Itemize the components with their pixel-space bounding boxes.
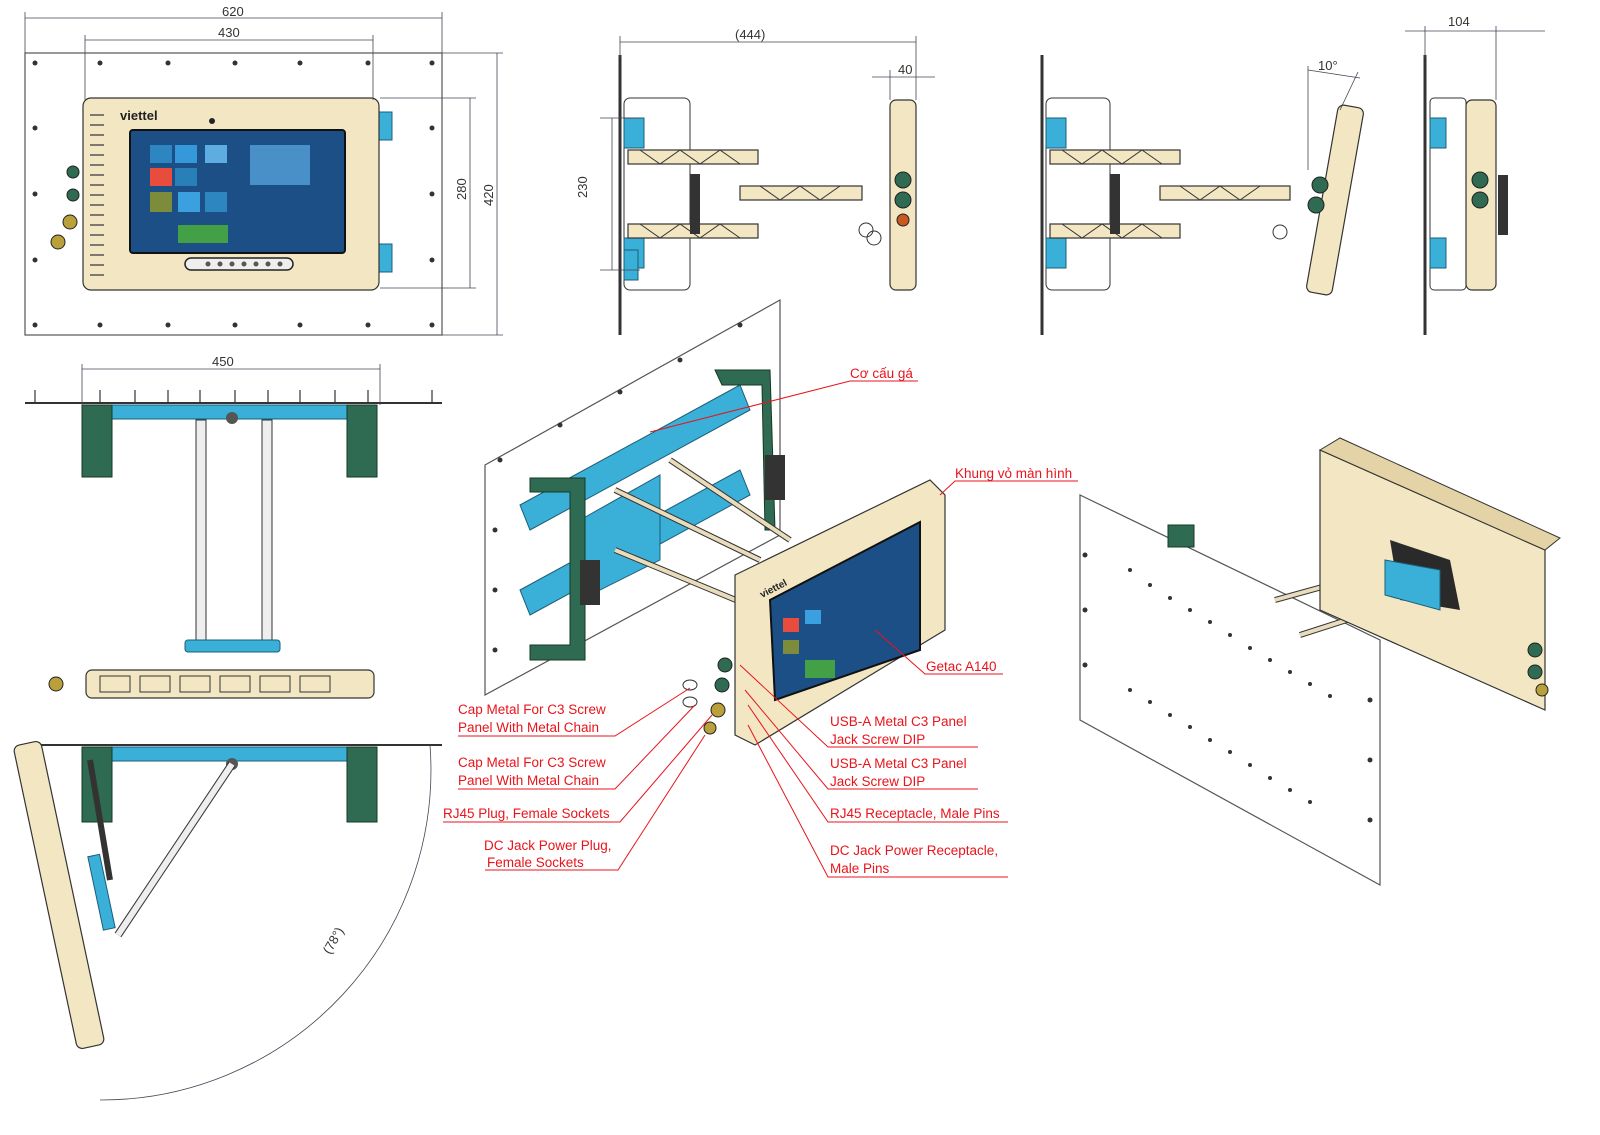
- callout-dc-plug-line2: Female Sockets: [487, 855, 584, 870]
- isometric-assembly: viettel: [484, 298, 946, 746]
- callout-dc-plug-line1: DC Jack Power Plug,: [484, 838, 612, 853]
- callout-dc-receptacle-line1: DC Jack Power Receptacle,: [830, 843, 998, 858]
- callout-rj45-plug: RJ45 Plug, Female Sockets: [443, 806, 610, 821]
- dim-230: 230: [575, 176, 590, 198]
- dim-444: (444): [735, 27, 765, 42]
- dim-420: 420: [481, 184, 496, 206]
- top-view: 450: [25, 354, 442, 699]
- dim-78-degrees: (78°): [320, 924, 347, 956]
- start-tiles: [150, 145, 310, 243]
- callout-rj45-receptacle: RJ45 Receptacle, Male Pins: [830, 806, 1000, 821]
- side-connectors: [50, 165, 80, 250]
- callout-usb2-line1: USB-A Metal C3 Panel: [830, 756, 967, 771]
- callout-cap1-line2: Panel With Metal Chain: [458, 720, 599, 735]
- callouts: Cơ cấu gá Khung vỏ màn hình Getac A140 C…: [443, 366, 1078, 878]
- dim-40: 40: [898, 62, 912, 77]
- dim-430: 430: [218, 25, 240, 40]
- callout-device: Getac A140: [926, 659, 997, 674]
- callout-usb2-line2: Jack Screw DIP: [830, 774, 925, 789]
- callout-cap2-line2: Panel With Metal Chain: [458, 773, 599, 788]
- side-view-compact: 104: [1405, 14, 1545, 335]
- callout-dc-receptacle-line2: Male Pins: [830, 861, 890, 876]
- callout-mount: Cơ cấu gá: [850, 366, 913, 381]
- dim-450: 450: [212, 354, 234, 369]
- plate-bolts: [32, 60, 435, 328]
- button-bar: [184, 257, 294, 271]
- callout-housing: Khung vỏ màn hình: [955, 466, 1072, 481]
- dim-280: 280: [454, 178, 469, 200]
- dim-10-degrees: 10°: [1318, 58, 1338, 73]
- swing-view: (78°): [13, 740, 442, 1101]
- dim-104: 104: [1448, 14, 1470, 29]
- callout-cap2-line1: Cap Metal For C3 Screw: [458, 755, 606, 770]
- callout-usb1-line2: Jack Screw DIP: [830, 732, 925, 747]
- side-view-extended: (444) 40 230: [575, 27, 935, 335]
- callout-cap1-line1: Cap Metal For C3 Screw: [458, 702, 606, 717]
- dim-620: 620: [222, 4, 244, 19]
- rear-isometric: [1079, 437, 1561, 887]
- side-view-tilted: 10°: [1040, 55, 1364, 335]
- vent-slots: [90, 114, 104, 276]
- viettel-logo: viettel: [120, 108, 158, 123]
- callout-usb1-line1: USB-A Metal C3 Panel: [830, 714, 967, 729]
- front-view: viettel 620 430 280 420: [24, 4, 503, 336]
